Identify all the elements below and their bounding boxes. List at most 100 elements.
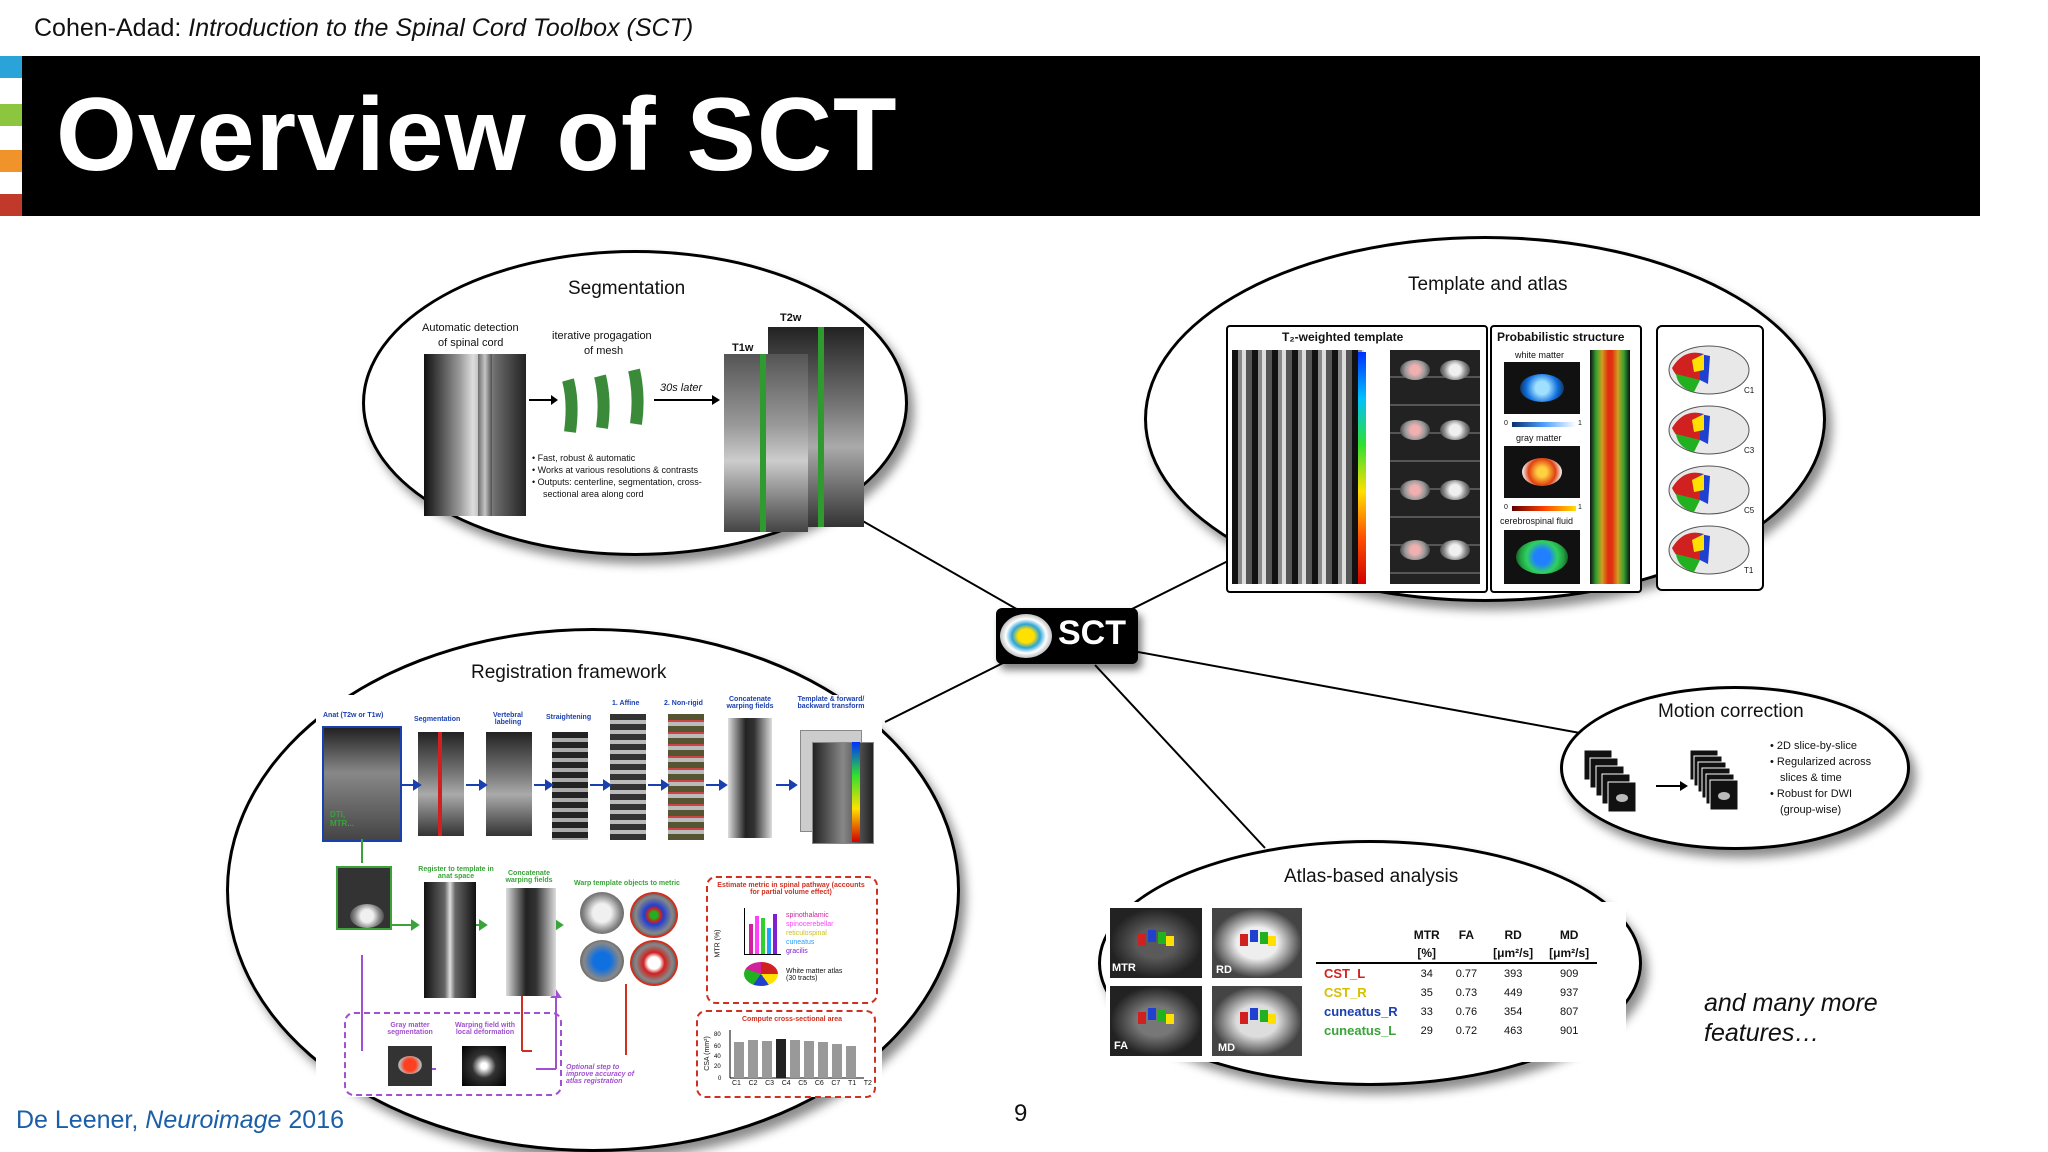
course-header: Cohen-Adad: Introduction to the Spinal C… bbox=[34, 14, 693, 43]
wm-colorbar-min: 0 bbox=[1504, 420, 1508, 427]
accent-square-green bbox=[0, 104, 22, 126]
atlas-tract-overlays bbox=[1138, 930, 1276, 1024]
header-rd-unit: [μm²/s] bbox=[1485, 944, 1542, 964]
warped-slice-wm bbox=[580, 940, 624, 982]
t2-template-label: T₂-weighted template bbox=[1282, 330, 1404, 344]
atlas-slice-c5 bbox=[1668, 465, 1750, 515]
arrow-right-icon bbox=[654, 395, 720, 405]
level-label-t1: T1 bbox=[1744, 566, 1754, 575]
wm-atlas-label: White matter atlas (30 tracts) bbox=[786, 968, 843, 982]
connector-registration bbox=[884, 661, 1006, 723]
tract-name: CST_R bbox=[1324, 985, 1367, 1000]
seg-later-label: 30s later bbox=[660, 382, 703, 394]
gm-label: gray matter bbox=[1516, 433, 1562, 443]
map-label-mtr: MTR bbox=[1112, 962, 1136, 974]
probabilistic-sagittal bbox=[1590, 350, 1630, 584]
mesh-propagation-graphic bbox=[562, 368, 644, 433]
metric-value: 463 bbox=[1503, 1024, 1523, 1037]
table-header-row: MTR FA RD MD bbox=[1316, 926, 1597, 944]
metric-value: 0.76 bbox=[1455, 1005, 1478, 1018]
metric-value: 393 bbox=[1503, 967, 1523, 980]
mtr-map bbox=[1110, 908, 1202, 978]
seg-bullet-3: • Outputs: centerline, segmentation, cro… bbox=[532, 477, 702, 487]
connector-atlas bbox=[1094, 664, 1266, 849]
md-map bbox=[1212, 986, 1302, 1056]
sct-logo-label: SCT bbox=[1058, 614, 1126, 652]
template-axial-slice bbox=[1440, 540, 1470, 560]
metric-value: 29 bbox=[1420, 1024, 1433, 1037]
tract-name: CST_L bbox=[1324, 966, 1366, 981]
table-header-units-row: [%] [μm²/s] [μm²/s] bbox=[1316, 944, 1598, 964]
metric-value: 909 bbox=[1559, 967, 1579, 980]
step-straightening: Straightening bbox=[546, 714, 592, 721]
template-stack-front bbox=[812, 742, 874, 844]
step-affine: 1. Affine bbox=[612, 700, 640, 707]
gm-colorbar-max: 1 bbox=[1578, 504, 1582, 511]
tract-name: cuneatus_L bbox=[1324, 1023, 1397, 1038]
motion-bullet-3b: (group-wise) bbox=[1780, 804, 1842, 816]
t2w-segmentation-overlay bbox=[818, 327, 824, 527]
map-label-rd: RD bbox=[1216, 964, 1232, 976]
citation: De Leener, Neuroimage 2016 bbox=[16, 1106, 344, 1135]
step-template: Template & forward/ backward transform bbox=[797, 696, 865, 710]
gm-seg-overlay bbox=[398, 1056, 422, 1074]
citation-journal: Neuroimage bbox=[145, 1106, 282, 1134]
wm-atlas-thumbnail bbox=[744, 962, 778, 986]
tract-reticulospinal: reticulospinal bbox=[786, 930, 827, 937]
csa-title: Compute cross-sectional area bbox=[742, 1016, 842, 1023]
warp-label: Warp template objects to metric bbox=[574, 880, 680, 887]
optional-step-box bbox=[344, 1012, 562, 1096]
tract-cuneatus: cuneatus bbox=[786, 939, 815, 946]
tract-name: cuneatus_R bbox=[1324, 1004, 1398, 1019]
t1w-mri-image bbox=[724, 354, 808, 532]
citation-year: 2016 bbox=[281, 1106, 345, 1134]
metric-value: 901 bbox=[1559, 1024, 1579, 1037]
wm-label: white matter bbox=[1515, 350, 1565, 360]
level-label-c1: C1 bbox=[1744, 386, 1755, 395]
header-md-unit: [μm²/s] bbox=[1541, 944, 1598, 964]
warping-field-image bbox=[462, 1046, 506, 1086]
atlas-slice-t1 bbox=[1668, 525, 1750, 575]
t1w-segmentation-overlay bbox=[760, 354, 766, 532]
warped-slice-gm bbox=[630, 940, 678, 986]
mtr-axis-label: MTR (%) bbox=[714, 929, 722, 958]
map-label-fa: FA bbox=[1114, 1040, 1129, 1052]
spinal-cord-highlight bbox=[478, 354, 492, 516]
template-colorbar bbox=[1358, 352, 1366, 584]
header-fa: FA bbox=[1458, 928, 1475, 942]
motion-title: Motion correction bbox=[1658, 701, 1804, 722]
motion-stacks-graphic bbox=[1584, 750, 1739, 813]
motion-bullet-2b: slices & time bbox=[1780, 772, 1842, 784]
wm-colorbar-max: 1 bbox=[1578, 420, 1582, 427]
metric-value: 0.77 bbox=[1455, 967, 1478, 980]
seg-bullet-2: • Works at various resolutions & contras… bbox=[532, 465, 699, 475]
estimate-label: Estimate metric in spinal pathway (accou… bbox=[717, 882, 865, 896]
title-bar bbox=[22, 56, 1980, 216]
csf-label: cerebrospinal fluid bbox=[1500, 516, 1574, 526]
segmentation-title: Segmentation bbox=[568, 278, 686, 299]
template-axial-slice bbox=[1440, 360, 1470, 380]
header-mtr: MTR bbox=[1413, 928, 1440, 942]
wm-atlas-slices bbox=[1668, 345, 1750, 575]
csa-box bbox=[696, 1010, 876, 1098]
metric-value: 354 bbox=[1503, 1005, 1523, 1018]
course-author: Cohen-Adad: bbox=[34, 14, 189, 42]
svg-text:80: 80 bbox=[714, 1032, 721, 1038]
metric-value: 35 bbox=[1420, 986, 1433, 999]
t2w-label: T2w bbox=[780, 312, 802, 324]
concat-warp-image bbox=[506, 888, 556, 996]
template-warp-colorbar bbox=[852, 742, 860, 842]
seg-bullet-1: • Fast, robust & automatic bbox=[532, 453, 636, 463]
mtr-bar-axes bbox=[744, 908, 781, 955]
seg-caption-mesh: iterative progagation bbox=[552, 330, 652, 342]
step-anat: Anat (T2w or T1w) bbox=[323, 712, 384, 719]
tract-gracilis: gracilis bbox=[786, 948, 808, 955]
template-title: Template and atlas bbox=[1408, 274, 1568, 295]
wm-probability-map bbox=[1520, 374, 1564, 402]
warping-field-label: Warping field with local deformation bbox=[454, 1022, 515, 1036]
